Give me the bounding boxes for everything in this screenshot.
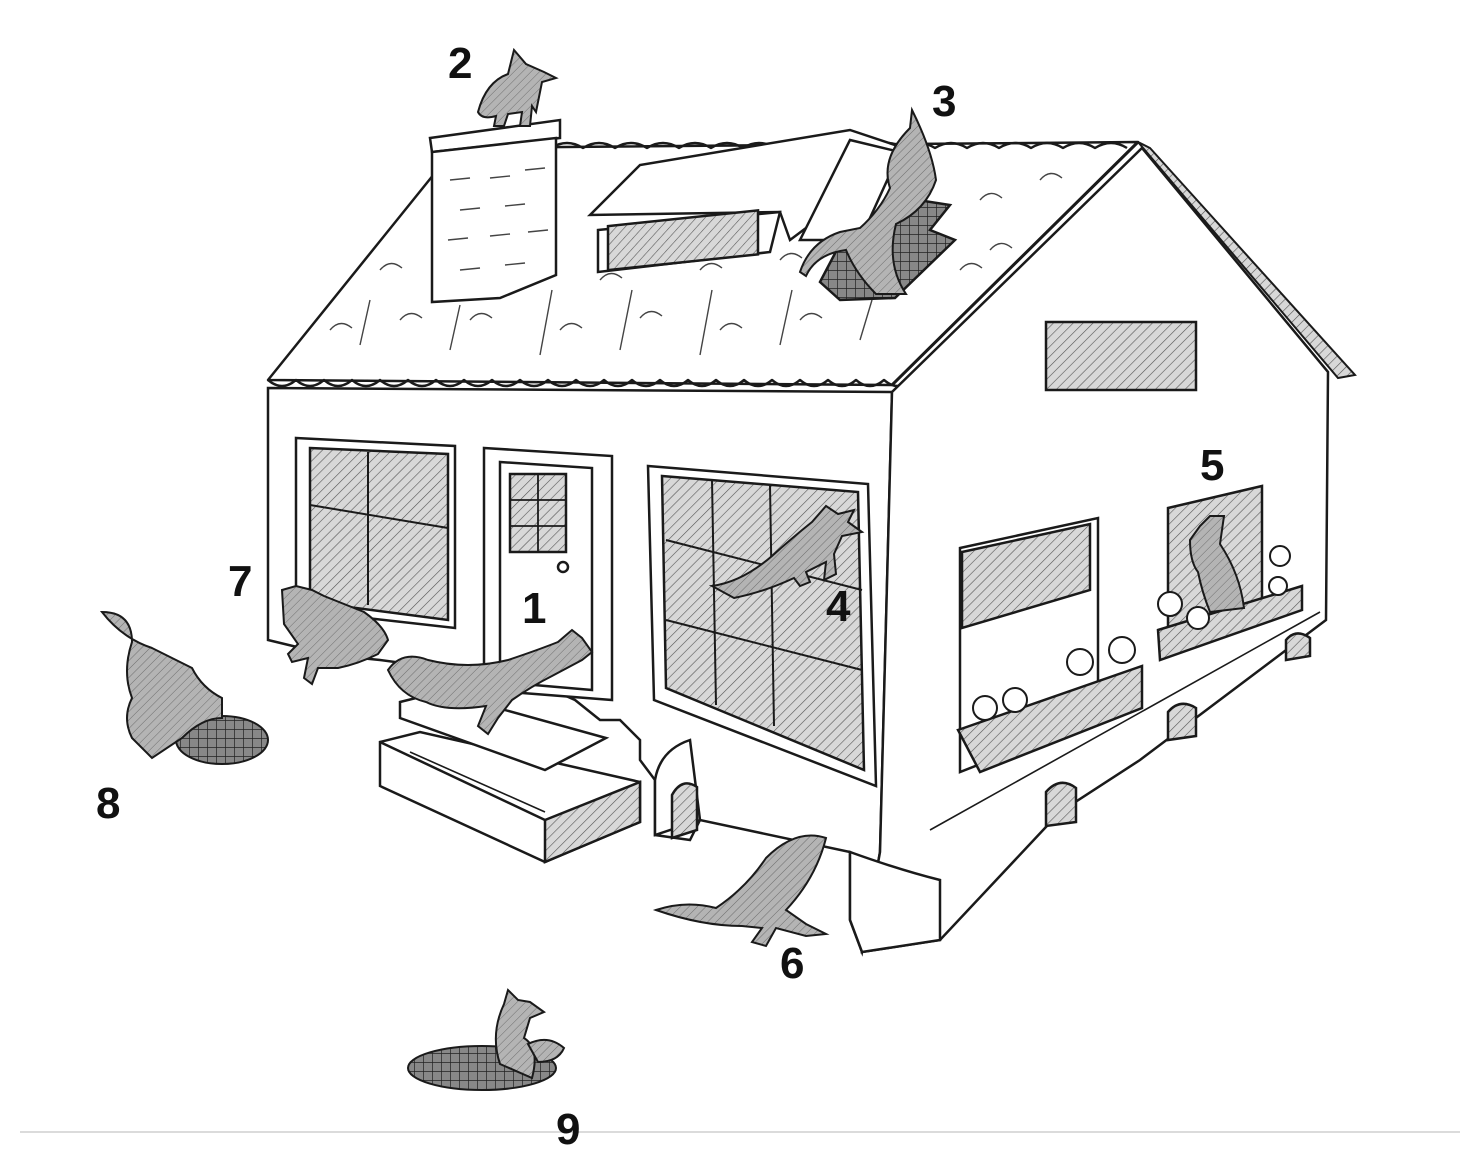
dormer [586,128,913,274]
fox-window-4 [708,504,865,600]
gable-eave [1137,141,1357,380]
fox-left-7 [280,584,390,686]
chimney [428,118,562,304]
side-window-left [956,516,1144,774]
label-4: 4 [826,582,851,631]
label-2: 2 [448,39,473,88]
label-7: 7 [228,557,253,606]
gable-window [1044,320,1198,392]
front-steps [378,690,642,864]
fox-roof [798,106,938,295]
label-6: 6 [780,939,805,988]
label-3: 3 [932,77,957,126]
label-5: 5 [1200,441,1225,490]
fox-under-6 [652,834,830,948]
fox-window-5 [1188,515,1246,614]
left-window [294,436,457,630]
fox-chimney [476,47,559,127]
label-1: 1 [522,584,547,633]
label-9: 9 [556,1105,581,1154]
flowers-right [1157,545,1291,630]
fox-door [386,628,594,736]
label-8: 8 [96,779,121,828]
supports [653,611,1321,954]
fox-hole-9 [407,988,566,1091]
flowers-left [972,636,1136,721]
fox-hole-8 [99,610,269,765]
